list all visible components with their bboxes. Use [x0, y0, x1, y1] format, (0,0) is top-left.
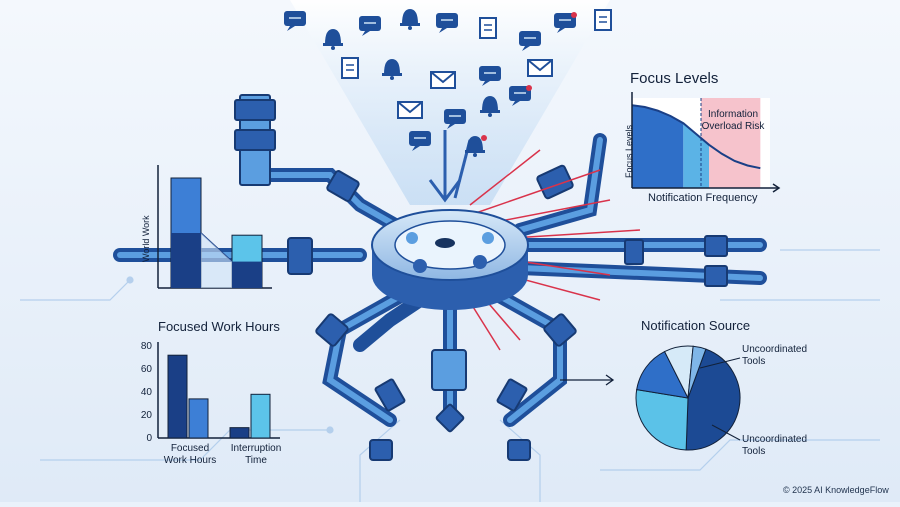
chat-icon [284, 11, 306, 31]
mail-icon [527, 59, 553, 77]
focus-area-mid [683, 123, 710, 188]
hours-bar [188, 398, 209, 439]
notification-funnel [290, 0, 610, 205]
focused-hours-chart [157, 342, 280, 439]
chat-icon [359, 16, 381, 36]
chat-icon [554, 12, 577, 33]
hours-tick-40: 40 [140, 387, 152, 398]
chat-icon [436, 13, 458, 33]
pie-slice [635, 389, 689, 451]
pie-label-top: Uncoordinated Tools [742, 344, 808, 367]
focused-hours-title: Focused Work Hours [158, 319, 280, 334]
overload-risk-label: Information Overload Risk [701, 109, 765, 132]
deep-work-chart [157, 165, 272, 289]
pie-slice [685, 348, 741, 451]
focus-levels-chart [631, 92, 781, 193]
bell-icon [400, 9, 420, 30]
deep-trend-shade [201, 233, 232, 288]
chat-icon [509, 85, 532, 106]
pie-arrow [560, 374, 615, 386]
circuit-traces [20, 249, 880, 502]
central-hub [371, 209, 529, 310]
cable-connectors [234, 94, 728, 461]
chat-icon [519, 31, 541, 51]
focus-x-arrow [772, 183, 781, 193]
bell-icon [480, 96, 500, 117]
doc-icon [594, 9, 612, 31]
focus-x-label: Notification Frequency [648, 192, 758, 204]
chat-icon [444, 109, 466, 129]
doc-icon [341, 57, 359, 79]
bell-icon [465, 135, 487, 157]
hours-category-1: Focused Work Hours [163, 443, 217, 466]
hours-bar [229, 427, 250, 439]
hours-tick-0: 0 [146, 433, 152, 444]
mail-icon [397, 101, 423, 119]
doc-icon [479, 17, 497, 39]
focus-area-high [632, 105, 684, 188]
hours-bar [167, 354, 188, 439]
copyright: © 2025 AI KnowledgeFlow [783, 485, 889, 495]
deep-work-y-label: World Work [141, 215, 151, 262]
pie-leader-top [699, 357, 741, 369]
notification-icons [284, 9, 612, 157]
hours-tick-80: 80 [140, 341, 152, 352]
focus-y-label: Focus Levels [624, 124, 634, 178]
notification-source-pie [635, 345, 741, 451]
bell-icon [323, 29, 343, 50]
pie-slice [687, 345, 707, 399]
pie-slice [636, 350, 689, 399]
mail-icon [430, 71, 456, 89]
deep-bar-1-base [171, 233, 201, 288]
hours-tick-20: 20 [140, 410, 152, 421]
hours-tick-60: 60 [140, 364, 152, 375]
hours-category-2: Interruption Time [230, 443, 282, 466]
focus-curve [631, 104, 761, 170]
deep-bar-2-base [232, 261, 262, 288]
notification-source-title: Notification Source [641, 318, 751, 333]
pie-leader-bottom [711, 424, 741, 441]
focus-chart-title: Focus Levels [630, 70, 719, 87]
pie-label-bottom: Uncoordinated Tools [742, 434, 808, 457]
bell-icon [382, 59, 402, 80]
overload-risk-zone [701, 98, 761, 188]
chat-icon [409, 131, 431, 151]
hours-bar [250, 393, 271, 439]
chat-icon [479, 66, 501, 86]
